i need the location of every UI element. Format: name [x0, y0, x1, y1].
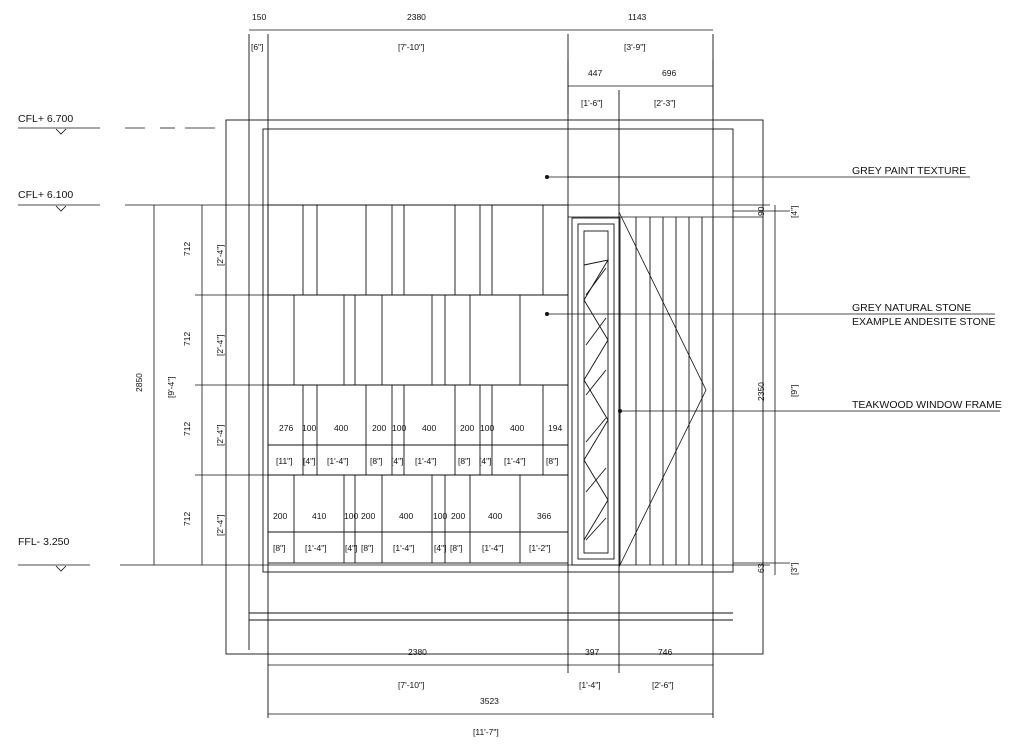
row3-imp: [8"] [458, 456, 470, 466]
dim-696-imp: [2'-3"] [654, 98, 676, 108]
row4-imp: [4"] [434, 543, 446, 553]
outer-frame [225, 34, 764, 718]
stone-wall [267, 204, 569, 564]
dim-1143: 1143 [628, 12, 647, 22]
top-dimension-lines [249, 29, 714, 115]
dim-712-row1-imp: [2'-4"] [215, 244, 225, 266]
note-grey-paint: GREY PAINT TEXTURE [852, 165, 966, 177]
dim-150-imp: [6"] [251, 42, 263, 52]
level-cfl-top: CFL+ 6.700 [18, 113, 73, 125]
dim-90: 90 [756, 206, 766, 216]
note-grey-stone: GREY NATURAL STONE [852, 302, 971, 314]
louver-panel [618, 211, 714, 568]
row3-imp: [4"] [479, 456, 491, 466]
dim-712-row4-imp: [2'-4"] [215, 514, 225, 536]
dim-712-row3: 712 [182, 422, 192, 436]
row3-imp: [4"] [391, 456, 403, 466]
dim-712-row1: 712 [182, 242, 192, 256]
row3-dim: 276 [279, 423, 293, 433]
dim-746: 746 [658, 647, 672, 657]
dim-397-imp: [1'-4"] [579, 680, 601, 690]
row3-dim: 400 [422, 423, 436, 433]
dim-2380-bottom-imp: [7'-10"] [398, 680, 424, 690]
row4-dim: 410 [312, 511, 326, 521]
row3-imp: [1'-4"] [504, 456, 526, 466]
level-ffl: FFL- 3.250 [18, 536, 70, 548]
dim-712-row2-imp: [2'-4"] [215, 334, 225, 356]
row4-imp: [4"] [345, 543, 357, 553]
row3-dim: 400 [510, 423, 524, 433]
row3-imp: [8"] [370, 456, 382, 466]
row3-dim: 194 [548, 423, 562, 433]
dim-2850: 2850 [134, 373, 144, 392]
dim-2380-top-imp: [7'-10"] [398, 42, 424, 52]
dim-3523-imp: [11'-7"] [473, 727, 499, 737]
dim-2350: 2350 [756, 382, 766, 401]
row4-imp: [1'-4"] [482, 543, 504, 553]
dim-2380-bottom: 2380 [408, 647, 427, 657]
dim-150: 150 [252, 12, 266, 22]
left-dimension-lines [153, 205, 268, 565]
row4-imp: [8"] [361, 543, 373, 553]
row3-dim: 100 [392, 423, 406, 433]
row4-dim: 200 [273, 511, 287, 521]
row4-imp: [8"] [273, 543, 285, 553]
row4-dim: 200 [451, 511, 465, 521]
dim-696: 696 [662, 68, 676, 78]
row4-dim: 400 [399, 511, 413, 521]
row3-dim: 200 [460, 423, 474, 433]
dim-746-imp: [2'-6"] [652, 680, 674, 690]
row3-dim: 100 [480, 423, 494, 433]
dim-397: 397 [585, 647, 599, 657]
row4-dim: 100 [433, 511, 447, 521]
row4-imp: [1'-4"] [393, 543, 415, 553]
row3-imp: [11"] [276, 456, 293, 466]
row4-dim: 366 [537, 511, 551, 521]
dim-2850-imp: [9'-4"] [166, 376, 176, 398]
dim-712-row2: 712 [182, 332, 192, 346]
row3-imp: [4"] [303, 456, 315, 466]
dim-2350-imp: [9"] [789, 385, 799, 397]
leader-lines [547, 176, 1000, 412]
dim-3523: 3523 [480, 696, 499, 706]
row4-labels: 200 410 100 200 400 100 200 400 366 [8"]… [273, 511, 551, 553]
row4-imp: [8"] [450, 543, 462, 553]
dim-447-imp: [1'-6"] [581, 98, 603, 108]
row4-imp: [1'-2"] [529, 543, 551, 553]
row3-labels: 276 100 400 200 100 400 200 100 400 194 … [276, 423, 562, 466]
dim-2380-top: 2380 [407, 12, 426, 22]
note-andesite: EXAMPLE ANDESITE STONE [852, 316, 995, 328]
level-lines [18, 127, 770, 572]
right-dimension-lines [733, 205, 790, 575]
note-teakwood: TEAKWOOD WINDOW FRAME [852, 399, 1002, 411]
row4-imp: [1'-4"] [305, 543, 327, 553]
bottom-dimension-lines [268, 664, 713, 715]
dim-90-imp: [4"] [789, 206, 799, 218]
row3-dim: 400 [334, 423, 348, 433]
row3-imp: [1'-4"] [327, 456, 349, 466]
teakwood-window [571, 217, 621, 566]
dim-63-imp: [3"] [789, 563, 799, 575]
dim-63: 63 [756, 563, 766, 573]
leader-dots [545, 175, 622, 413]
row3-imp: [8"] [546, 456, 558, 466]
row4-dim: 100 [344, 511, 358, 521]
row4-dim: 200 [361, 511, 375, 521]
row3-imp: [1'-4"] [415, 456, 437, 466]
dim-712-row3-imp: [2'-4"] [215, 424, 225, 446]
dim-447: 447 [588, 68, 602, 78]
row3-dim: 100 [302, 423, 316, 433]
row3-dim: 200 [372, 423, 386, 433]
level-cfl-mid: CFL+ 6.100 [18, 189, 73, 201]
dim-712-row4: 712 [182, 512, 192, 526]
row4-dim: 400 [488, 511, 502, 521]
dim-1143-imp: [3'-9"] [624, 42, 646, 52]
